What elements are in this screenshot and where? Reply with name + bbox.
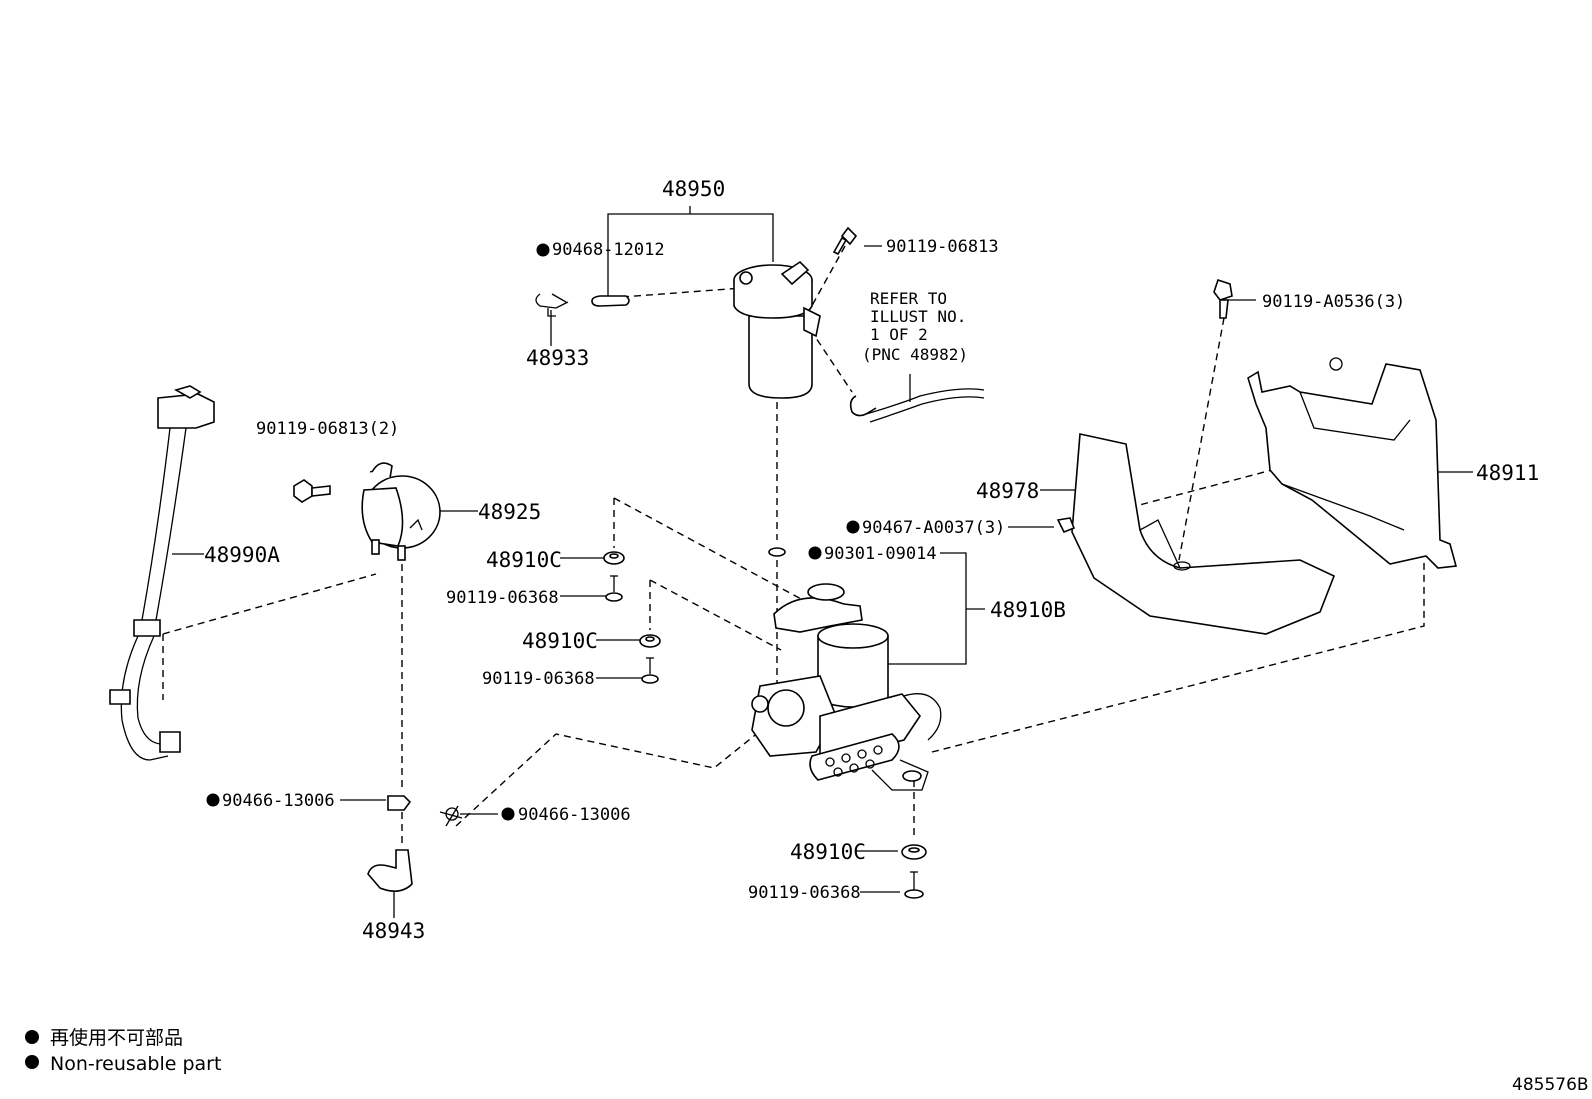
label-48911: 48911 <box>1476 461 1539 485</box>
label-48990A: 48990A <box>204 543 280 567</box>
refer-note-line4: (PNC 48982) <box>862 345 968 364</box>
washer-48910C-b <box>639 634 661 648</box>
reservoir-48925 <box>361 462 441 561</box>
label-90119-06813-2: 90119-06813(2) <box>256 419 399 439</box>
legend: 再使用不可部品 Non-reusable part <box>25 1027 221 1075</box>
filter-canister-48950 <box>733 260 821 399</box>
refer-note-line3: 1 OF 2 <box>870 325 928 344</box>
bolt-90119-06368-b <box>641 657 659 684</box>
label-48978: 48978 <box>976 479 1039 503</box>
bracket-48911 <box>1247 357 1458 569</box>
bolt-90119-A0536 <box>1213 278 1233 319</box>
label-48910B: 48910B <box>990 598 1066 622</box>
clamp-90466-13006-a <box>387 795 412 811</box>
label-48950: 48950 <box>662 177 725 201</box>
label-90119-06368-b: 90119-06368 <box>482 669 595 689</box>
legend-item-jp: 再使用不可部品 <box>50 1027 183 1049</box>
non-reusable-marker <box>501 807 515 821</box>
bolt-90119-06813 <box>832 226 858 256</box>
hose-clamp-90468 <box>591 295 630 307</box>
label-90468-12012: 90468-12012 <box>552 240 665 260</box>
clamp-90466-13006-b <box>439 805 463 827</box>
clip-90467-A0037 <box>1056 517 1076 534</box>
non-reusable-marker <box>206 793 220 807</box>
refer-note-line1: REFER TO <box>870 289 947 308</box>
hose-pnc-48982 <box>849 374 985 423</box>
label-90119-06813: 90119-06813 <box>886 237 999 257</box>
bolt-90119-06813-2 <box>293 479 331 503</box>
non-reusable-marker <box>808 546 822 560</box>
label-90119-06368-a: 90119-06368 <box>446 588 559 608</box>
o-ring-90301-09014 <box>768 547 786 557</box>
label-48933: 48933 <box>526 346 589 370</box>
label-90466-13006-a: 90466-13006 <box>222 791 335 811</box>
shield-48978 <box>1071 433 1336 635</box>
label-48925: 48925 <box>478 500 541 524</box>
washer-48910C-a <box>603 551 625 565</box>
legend-dot-icon <box>25 1055 39 1069</box>
figure-id: 485576B <box>1512 1075 1589 1095</box>
clip-48933 <box>535 293 569 317</box>
hose-48990A <box>109 385 215 761</box>
non-reusable-marker <box>536 243 550 257</box>
label-90119-06368-c: 90119-06368 <box>748 883 861 903</box>
refer-note-line2: ILLUST NO. <box>870 307 966 326</box>
legend-dot-icon <box>25 1030 39 1044</box>
label-48910C-b: 48910C <box>522 629 598 653</box>
label-48943: 48943 <box>362 919 425 943</box>
bolt-90119-06368-c <box>904 871 924 899</box>
label-90119-A0536-3: 90119-A0536(3) <box>1262 292 1405 312</box>
label-90301-09014: 90301-09014 <box>824 544 937 564</box>
compressor-48910B <box>751 583 942 791</box>
label-90466-13006-b: 90466-13006 <box>518 805 631 825</box>
bolt-90119-06368-a <box>605 575 623 602</box>
label-48910C-a: 48910C <box>486 548 562 572</box>
part-labels: 48950 90468-12012 90119-06813 48933 REFE… <box>204 177 1539 943</box>
washer-48910C-c <box>901 844 927 860</box>
hose-48943 <box>367 849 413 892</box>
non-reusable-marker <box>846 520 860 534</box>
label-48910C-c: 48910C <box>790 840 866 864</box>
legend-item-en: Non-reusable part <box>50 1053 221 1075</box>
label-90467-A0037-3: 90467-A0037(3) <box>862 518 1005 538</box>
